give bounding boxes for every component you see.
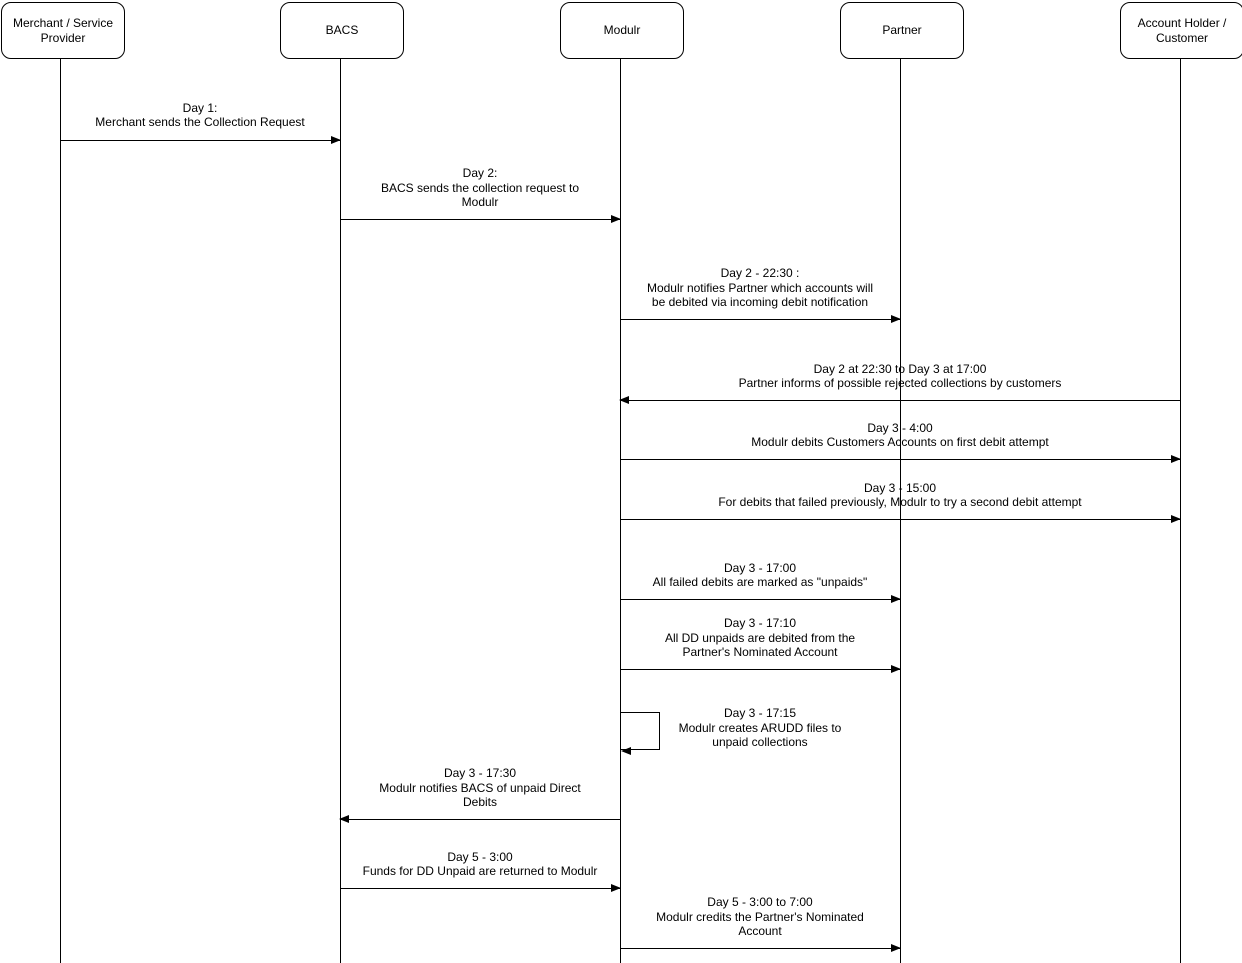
message-arrow-day2-2230 (620, 315, 901, 323)
arrowhead-right-icon (611, 884, 621, 892)
message-label-marked-unpaids: Day 3 - 17:00 All failed debits are mark… (652, 560, 868, 590)
actor-label-partner: Partner (882, 23, 922, 37)
message-label-day1: Day 1: Merchant sends the Collection Req… (95, 100, 305, 130)
lifeline-bacs (340, 59, 341, 963)
message-arrow-funds-returned (340, 884, 621, 892)
arrowhead-right-icon (331, 136, 341, 144)
arrowhead-right-icon (1171, 515, 1181, 523)
arrowhead-right-icon (891, 944, 901, 952)
actor-box-bacs: BACS (280, 2, 404, 59)
arrowhead-right-icon (891, 595, 901, 603)
actor-label-merchant: Merchant / Service Provider (12, 15, 114, 45)
actor-box-merchant: Merchant / Service Provider (1, 2, 125, 59)
actor-box-modulr: Modulr (560, 2, 684, 59)
message-arrow-second-debit-attempt (620, 515, 1181, 523)
actor-label-modulr: Modulr (603, 23, 641, 37)
lifeline-merchant (60, 59, 61, 963)
message-label-credit-nominated-account: Day 5 - 3:00 to 7:00 Modulr credits the … (656, 895, 864, 939)
self-message-loop-arudd (620, 712, 660, 755)
message-label-day2-2230: Day 2 - 22:30 : Modulr notifies Partner … (646, 266, 874, 310)
lifeline-partner (900, 59, 901, 963)
arrowhead-right-icon (611, 215, 621, 223)
message-arrow-notify-bacs-unpaid (339, 815, 620, 823)
arrowhead-left-icon (619, 396, 629, 404)
message-arrow-day1 (60, 136, 341, 144)
message-label-first-debit-attempt: Day 3 - 4:00 Modulr debits Customers Acc… (751, 420, 1049, 450)
message-label-second-debit-attempt: Day 3 - 15:00 For debits that failed pre… (718, 480, 1082, 510)
message-label-arudd-files: Day 3 - 17:15 Modulr creates ARUDD files… (678, 706, 842, 750)
arrowhead-left-icon (339, 815, 349, 823)
actor-label-bacs: BACS (325, 23, 359, 37)
message-arrow-credit-nominated-account (620, 944, 901, 952)
actor-box-account-holder: Account Holder / Customer (1120, 2, 1242, 59)
arrowhead-left-icon (621, 746, 631, 755)
arrowhead-right-icon (891, 665, 901, 673)
message-label-rejected-collections: Day 2 at 22:30 to Day 3 at 17:00 Partner… (738, 361, 1062, 391)
lifeline-modulr (620, 59, 621, 963)
message-label-funds-returned: Day 5 - 3:00 Funds for DD Unpaid are ret… (362, 849, 598, 879)
actor-label-account-holder: Account Holder / Customer (1137, 15, 1227, 45)
message-label-notify-bacs-unpaid: Day 3 - 17:30 Modulr notifies BACS of un… (379, 766, 581, 810)
arrowhead-right-icon (891, 315, 901, 323)
message-arrow-marked-unpaids (620, 595, 901, 603)
message-label-day2: Day 2: BACS sends the collection request… (380, 166, 580, 210)
message-label-debit-nominated-account: Day 3 - 17:10 All DD unpaids are debited… (664, 616, 856, 660)
message-arrow-first-debit-attempt (620, 455, 1181, 463)
arrowhead-right-icon (1171, 455, 1181, 463)
message-arrow-debit-nominated-account (620, 665, 901, 673)
lifeline-account-holder (1180, 59, 1181, 963)
actor-box-partner: Partner (840, 2, 964, 59)
message-arrow-day2 (340, 215, 621, 223)
message-arrow-rejected-collections (619, 396, 1180, 404)
